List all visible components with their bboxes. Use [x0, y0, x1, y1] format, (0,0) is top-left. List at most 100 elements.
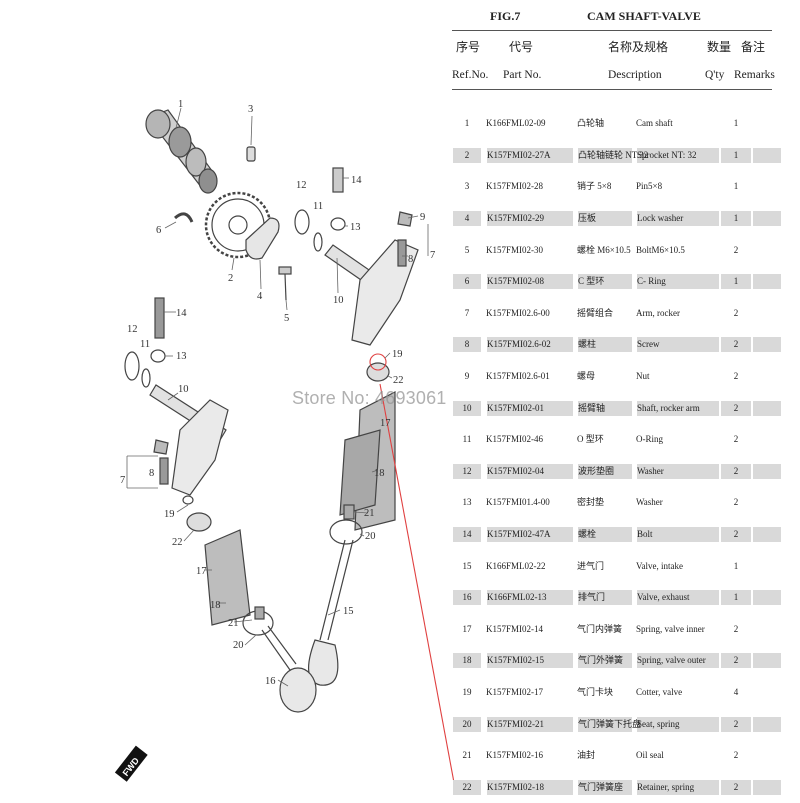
lower-rocker-assembly [124, 297, 229, 496]
diagram-label-20a: 20 [365, 531, 376, 542]
bolt-part-5 [278, 266, 292, 301]
description-cell: Retainer, spring [637, 779, 719, 795]
remarks-cell [753, 274, 781, 290]
description-cell: Seat, spring [637, 716, 719, 732]
left-valve-train [182, 495, 317, 713]
part-no-cell: K166FML02-22 [486, 560, 546, 571]
ref-no-cell: 22 [453, 779, 481, 795]
part-no-cell: K157FMI02-14 [486, 623, 544, 634]
ref-no-cell: 12 [453, 463, 481, 479]
part-no-cell: K157FMI02-17 [486, 686, 544, 697]
ref-no-cell: 20 [453, 716, 481, 732]
chinese-name-cell: 摇臂组合 [577, 307, 614, 318]
chinese-name-cell: C 型环 [578, 274, 632, 290]
description-cell: Cotter, valve [636, 686, 683, 697]
diagram-label-18b: 18 [210, 600, 221, 611]
ref-no-cell: 8 [453, 337, 481, 353]
description-cell: Lock washer [637, 211, 719, 227]
diagram-label-7a: 7 [430, 250, 435, 261]
part-no-cell: K157FMI02-15 [487, 653, 573, 669]
part-no-cell: K157FMI02-16 [486, 750, 544, 761]
ref-no-cell: 11 [462, 434, 472, 445]
col-en-qty: Q'ty [705, 69, 725, 81]
diagram-label-12a: 12 [296, 180, 307, 191]
diagram-label-2: 2 [228, 273, 233, 284]
diagram-label-14a: 14 [351, 175, 362, 186]
description-cell: Bolt [637, 527, 719, 543]
lock-washer-part [245, 217, 280, 260]
remarks-cell [753, 463, 781, 479]
part-no-cell: K157FMI01.4-00 [486, 497, 550, 508]
chinese-name-cell: 凸轮轴链轮 NT:32 [578, 147, 648, 163]
chinese-name-cell: O 型环 [577, 434, 604, 445]
remarks-cell [752, 179, 782, 194]
diagram-label-20b: 20 [233, 640, 244, 651]
description-cell: Spring, valve inner [636, 623, 705, 634]
figure-title: CAM SHAFT-VALVE [587, 9, 701, 23]
chinese-name-cell: 螺栓 [578, 527, 632, 543]
description-cell: Oil seal [636, 750, 664, 761]
ref-no-cell: 10 [453, 400, 481, 416]
part-no-cell: K157FMI02-27A [487, 147, 573, 163]
quantity-cell: 1 [733, 118, 739, 129]
chinese-name-cell: 排气门 [578, 590, 632, 606]
part-no-cell: K157FMI02-18 [487, 779, 573, 795]
quantity-cell: 2 [721, 653, 751, 669]
diagram-label-19b: 19 [164, 509, 175, 520]
part-no-cell: K157FMI02-08 [487, 274, 573, 290]
diagram-label-7b: 7 [120, 475, 125, 486]
leader-lines [126, 107, 429, 687]
ref-no-cell: 5 [464, 244, 470, 255]
description-cell: Cam shaft [636, 118, 673, 129]
diagram-label-14b: 14 [176, 308, 187, 319]
chinese-name-cell: 密封垫 [577, 497, 605, 508]
ref-no-cell: 18 [453, 653, 481, 669]
description-cell: Shaft, rocker arm [637, 400, 719, 416]
description-cell: C- Ring [637, 274, 719, 290]
part-no-cell: K157FMI02.6-01 [486, 371, 550, 382]
ref-no-cell: 15 [462, 560, 472, 571]
part-no-cell: K157FMI02-28 [486, 181, 544, 192]
remarks-cell [752, 432, 782, 447]
diagram-label-9a: 9 [420, 212, 425, 223]
chinese-name-cell: 凸轮轴 [577, 118, 605, 129]
chinese-name-cell: 进气门 [577, 560, 605, 571]
remarks-cell [752, 495, 782, 510]
store-watermark: Store No: 4693061 [292, 388, 447, 408]
diagram-label-3: 3 [248, 104, 253, 115]
chinese-name-cell: 压板 [578, 211, 632, 227]
diagram-label-21a: 21 [364, 508, 375, 519]
remarks-cell [753, 527, 781, 543]
chinese-name-cell: 气门卡块 [577, 686, 614, 697]
remarks-cell [752, 685, 782, 700]
part-no-cell: K166FML02-13 [487, 590, 573, 606]
quantity-cell: 2 [721, 463, 751, 479]
quantity-cell: 2 [733, 371, 739, 382]
quantity-cell: 2 [733, 244, 739, 255]
ref-no-cell: 2 [453, 147, 481, 163]
remarks-cell [753, 716, 781, 732]
diagram-label-4: 4 [257, 291, 263, 302]
header-rule-top [452, 30, 772, 31]
part-no-cell: K157FMI02-21 [487, 716, 573, 732]
quantity-cell: 2 [733, 750, 739, 761]
quantity-cell: 1 [721, 274, 751, 290]
ref-no-cell: 3 [464, 181, 470, 192]
description-cell: Nut [636, 371, 650, 382]
